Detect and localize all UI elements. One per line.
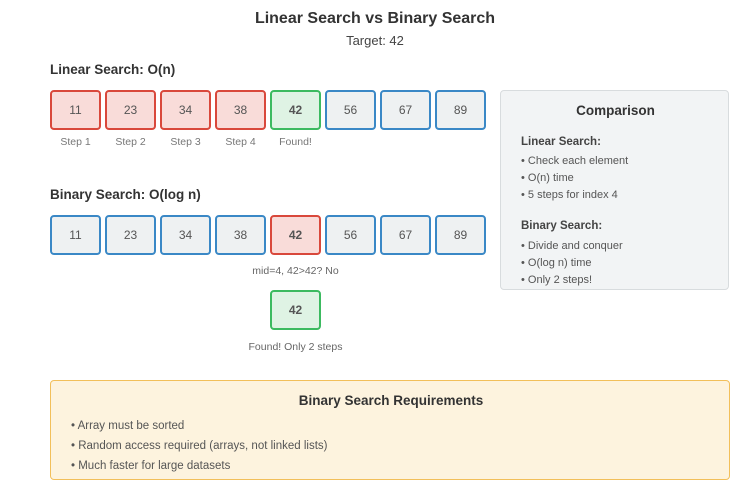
comparison-point: • Only 2 steps!	[521, 274, 593, 286]
requirement-item: • Much faster for large datasets	[71, 460, 231, 472]
step-label: Step 2	[115, 136, 146, 148]
requirements-panel: Binary Search Requirements • Array must …	[50, 380, 730, 480]
linear-cell: 56	[325, 90, 376, 130]
result-note: Found! Only 2 steps	[248, 341, 343, 353]
target-subtitle: Target: 42	[346, 33, 404, 48]
binary-cell: 38	[215, 215, 266, 255]
comparison-title: Comparison	[576, 103, 655, 118]
comparison-linear-heading: Linear Search:	[521, 136, 601, 148]
comparison-point: • O(n) time	[521, 172, 574, 184]
binary-result-cell: 42	[270, 290, 321, 330]
comparison-point: • Check each element	[521, 155, 629, 167]
step-label: Step 4	[225, 136, 256, 148]
comparison-panel: Comparison Linear Search: • Check each e…	[500, 90, 729, 290]
binary-cell: 34	[160, 215, 211, 255]
linear-cell: 34	[160, 90, 211, 130]
step-label: Step 3	[170, 136, 201, 148]
requirement-item: • Random access required (arrays, not li…	[71, 440, 328, 452]
comparison-point: • O(log n) time	[521, 257, 592, 269]
binary-cell: 56	[325, 215, 376, 255]
step-label: Step 1	[60, 136, 91, 148]
linear-cell: 11	[50, 90, 101, 130]
comparison-point: • 5 steps for index 4	[521, 189, 618, 201]
binary-cell: 67	[380, 215, 431, 255]
binary-cell: 11	[50, 215, 101, 255]
comparison-point: • Divide and conquer	[521, 240, 623, 252]
linear-cell: 89	[435, 90, 486, 130]
binary-cell-mid: 42	[270, 215, 321, 255]
linear-cell: 38	[215, 90, 266, 130]
requirements-title: Binary Search Requirements	[298, 393, 484, 408]
found-label: Found!	[279, 136, 312, 148]
binary-search-heading: Binary Search: O(log n)	[50, 187, 201, 202]
linear-search-heading: Linear Search: O(n)	[50, 62, 176, 77]
mid-note: mid=4, 42>42? No	[252, 265, 339, 277]
requirement-item: • Array must be sorted	[71, 420, 185, 432]
linear-cell: 23	[105, 90, 156, 130]
linear-cell: 67	[380, 90, 431, 130]
binary-cell: 89	[435, 215, 486, 255]
comparison-binary-heading: Binary Search:	[521, 220, 603, 232]
binary-cell: 23	[105, 215, 156, 255]
diagram-title: Linear Search vs Binary Search	[254, 10, 496, 27]
linear-cell-found: 42	[270, 90, 321, 130]
